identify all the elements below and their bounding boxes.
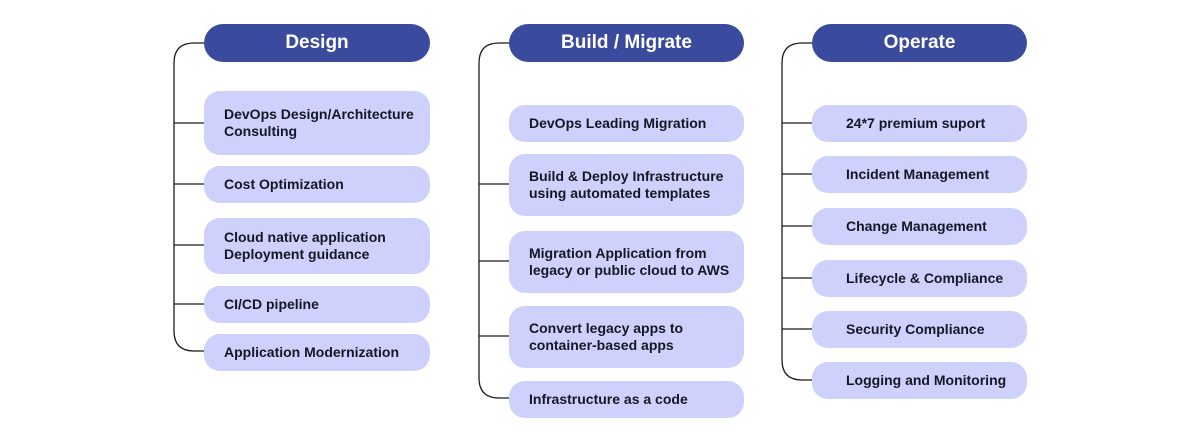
- build-trunk-line: [478, 42, 509, 399]
- build-item-leading-migration: DevOps Leading Migration: [509, 105, 744, 142]
- build-migrate-header: Build / Migrate: [509, 24, 744, 62]
- design-trunk-line: [173, 42, 204, 352]
- design-item-cost-optimization: Cost Optimization: [204, 166, 430, 203]
- design-header: Design: [204, 24, 430, 62]
- build-item-convert-legacy-apps: Convert legacy apps to container-based a…: [509, 306, 744, 368]
- operate-item-change-management: Change Management: [812, 208, 1027, 245]
- design-item-cloud-native-guidance: Cloud native application Deployment guid…: [204, 218, 430, 274]
- build-item-deploy-infrastructure: Build & Deploy Infrastructure using auto…: [509, 154, 744, 216]
- operate-item-lifecycle-compliance: Lifecycle & Compliance: [812, 260, 1027, 297]
- operate-item-incident-management: Incident Management: [812, 156, 1027, 193]
- design-item-application-modernization: Application Modernization: [204, 334, 430, 371]
- operate-item-logging-monitoring: Logging and Monitoring: [812, 362, 1027, 399]
- operate-item-security-compliance: Security Compliance: [812, 311, 1027, 348]
- operate-header: Operate: [812, 24, 1027, 62]
- build-item-migration-application: Migration Application from legacy or pub…: [509, 231, 744, 293]
- operate-item-premium-support: 24*7 premium suport: [812, 105, 1027, 142]
- design-item-architecture-consulting: DevOps Design/Architecture Consulting: [204, 91, 430, 155]
- operate-trunk-line: [781, 42, 812, 381]
- build-item-infrastructure-as-code: Infrastructure as a code: [509, 381, 744, 418]
- design-item-cicd-pipeline: CI/CD pipeline: [204, 286, 430, 323]
